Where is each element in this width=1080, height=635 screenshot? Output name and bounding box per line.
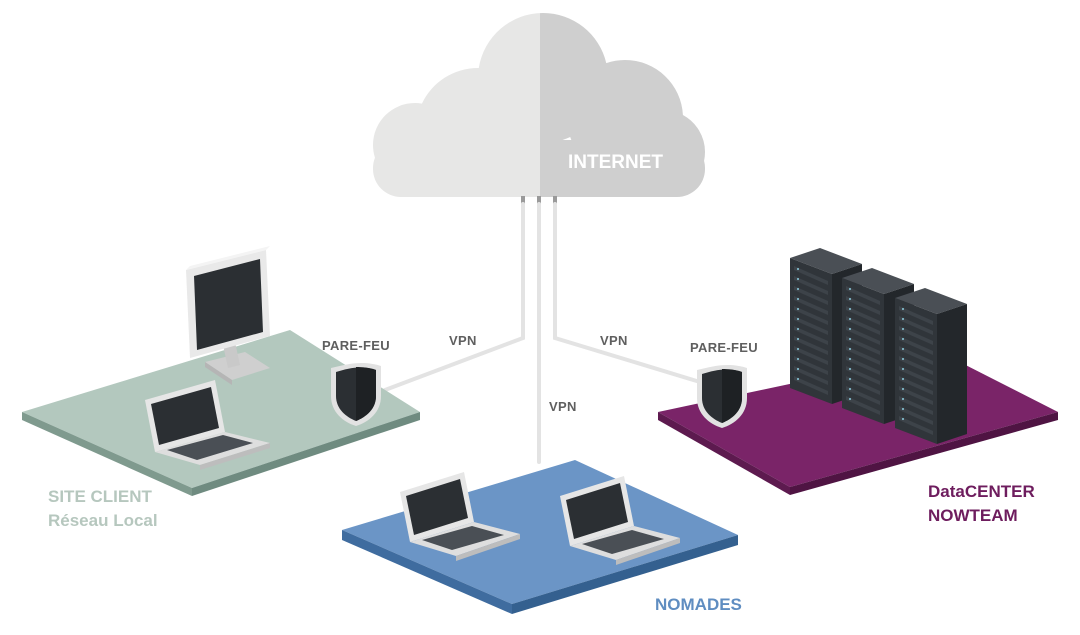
laptop-icon — [400, 472, 520, 561]
shield-icon — [697, 364, 747, 428]
datacenter-label: DataCENTER NOWTEAM — [928, 480, 1035, 528]
cloud-icon — [373, 13, 705, 204]
nomades-label: NOMADES — [655, 595, 742, 614]
desktop-monitor-icon — [186, 246, 270, 385]
server-rack-icon — [790, 248, 967, 444]
nomades-platform — [342, 460, 738, 614]
datacenter-subtitle: NOWTEAM — [928, 506, 1018, 525]
laptop-icon — [145, 380, 270, 470]
vpn-link-left — [383, 202, 525, 392]
vpn-label-right: VPN — [600, 333, 628, 348]
server-rack-3 — [895, 288, 967, 444]
firewall-label-right: PARE-FEU — [690, 340, 758, 355]
vpn-link-right — [553, 202, 702, 384]
vpn-label-middle: VPN — [549, 399, 577, 414]
site-client-subtitle: Réseau Local — [48, 511, 158, 530]
site-client-label: SITE CLIENT Réseau Local — [48, 485, 158, 533]
internet-label: INTERNET — [568, 152, 663, 173]
shield-icon — [331, 362, 381, 426]
vpn-label-left: VPN — [449, 333, 477, 348]
site-client-title: SITE CLIENT — [48, 487, 152, 506]
site-client-platform — [22, 330, 420, 496]
vpn-links — [383, 202, 702, 492]
datacenter-title: DataCENTER — [928, 482, 1035, 501]
firewall-label-left: PARE-FEU — [322, 338, 390, 353]
laptop-icon — [560, 476, 680, 565]
